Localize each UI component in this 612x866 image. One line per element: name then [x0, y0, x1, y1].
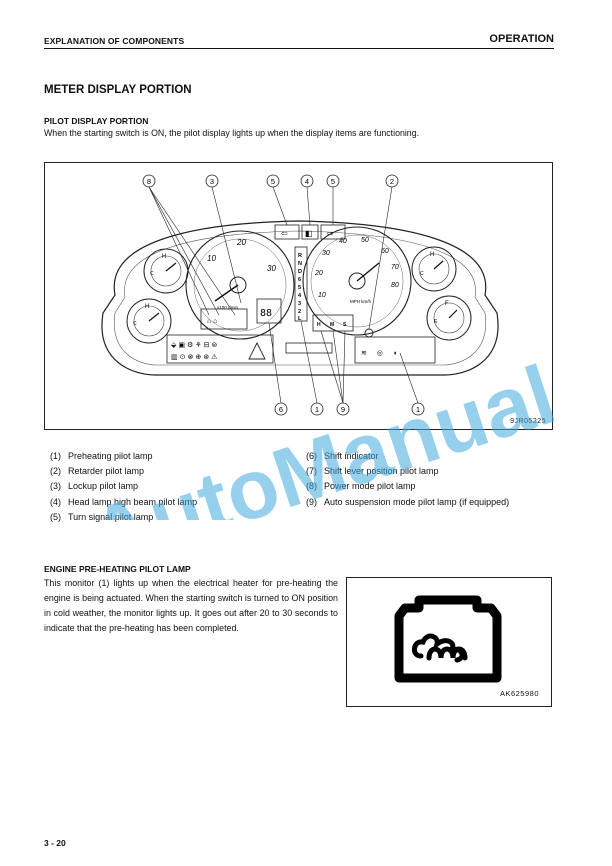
bottom-callouts: 6 1 9 1 [274, 402, 425, 416]
shift-letter: 4 [298, 293, 302, 299]
warning-triangle-icon [248, 341, 266, 360]
speedometer-gauge: 10 20 30 40 50 60 70 80 MPH km/h [302, 226, 412, 336]
svg-text:≋ ◎ ◖: ≋ ◎ ◖ [361, 350, 401, 357]
svg-text:⌂ ⌂: ⌂ ⌂ [207, 318, 217, 325]
svg-text:88: 88 [260, 308, 272, 319]
tach-unit-label: x100 r/min [217, 305, 239, 310]
legend-item: (3)Lockup pilot lamp [50, 481, 139, 492]
shift-letter: L [298, 316, 302, 322]
tach-tick-label: 20 [236, 238, 246, 247]
svg-text:◧: ◧ [305, 229, 313, 238]
speedo-tick-label: 60 [381, 248, 389, 255]
legend-item: (5)Turn signal pilot lamp [50, 511, 154, 522]
shift-letter: R [298, 253, 302, 259]
legend-item: (2)Retarder pilot lamp [50, 466, 145, 477]
page-number: 3 - 20 [44, 838, 66, 848]
callout-number: 4 [305, 177, 309, 186]
intro-text: When the starting switch is ON, the pilo… [44, 128, 420, 138]
section-title: METER DISPLAY PORTION [44, 84, 192, 96]
leader-lines [148, 186, 419, 404]
preheat-lamp-figure: AK625980 [346, 577, 552, 707]
speedo-tick-label: 80 [391, 282, 399, 289]
speedo-unit-label: MPH km/h [350, 299, 371, 304]
engine-preheat-title: ENGINE PRE-HEATING PILOT LAMP [44, 564, 191, 574]
upper-right-gauge: H C [411, 246, 457, 292]
right-lamp-strip [354, 336, 436, 364]
subsection-title: PILOT DISPLAY PORTION [44, 116, 149, 126]
meter-panel-figure: H C H C 10 20 30 x100 r/min ⇦ ◧ ⇨ [44, 162, 553, 430]
mode-label: M [330, 322, 334, 328]
speedo-tick-label: 70 [391, 264, 399, 271]
speedo-tick-label: 30 [322, 250, 330, 257]
preheat-symbol-icon [394, 595, 502, 683]
shift-letter: 6 [298, 277, 301, 283]
meter-panel-drawing: H C H C 10 20 30 x100 r/min ⇦ ◧ ⇨ [101, 174, 499, 416]
legend-item: (7)Shift lever position pilot lamp [306, 466, 439, 477]
tach-tick-label: 10 [207, 254, 216, 263]
tach-tick-label: 30 [267, 264, 276, 273]
tachometer-gauge: 10 20 30 x100 r/min [185, 230, 295, 340]
gauge-label-f: F [445, 301, 449, 307]
shift-letter: 3 [298, 301, 301, 307]
legend-left-column: (1)Preheating pilot lamp (2)Retarder pil… [50, 449, 197, 525]
legend-item: (6)Shift indicator [306, 451, 379, 461]
lower-right-gauge: F E [426, 295, 472, 341]
figure-code: 9JR05225 [510, 418, 546, 425]
legend-right-column: (6)Shift indicator (7)Shift lever positi… [306, 449, 509, 510]
callout-number: 9 [341, 405, 345, 414]
legend-item: (9)Auto suspension mode pilot lamp (if e… [306, 496, 510, 507]
lower-left-gauge: H C [126, 298, 172, 344]
top-callouts: 8 3 5 4 5 2 [142, 174, 399, 188]
figure2-code: AK625980 [499, 689, 539, 698]
callout-number: 2 [390, 177, 394, 186]
odometer-window [285, 342, 333, 354]
header-section-label: EXPLANATION OF COMPONENTS [44, 36, 185, 46]
svg-text:⬙▣⚙⚘⊟⊜: ⬙▣⚙⚘⊟⊜ [171, 341, 219, 349]
shift-letter: 5 [298, 285, 301, 291]
speedo-tick-label: 10 [318, 292, 326, 299]
legend-item: (4)Head lamp high beam pilot lamp [50, 496, 198, 507]
gauge-label-c: C [150, 271, 154, 277]
legend-item: (8)Power mode pilot lamp [306, 481, 416, 492]
callout-number: 1 [416, 405, 420, 414]
svg-text:⇦: ⇦ [281, 229, 288, 238]
header-rule [44, 48, 554, 49]
speedo-tick-label: 50 [361, 237, 369, 244]
gauge-label-c: C [133, 321, 137, 327]
callout-number: 5 [271, 177, 275, 186]
gauge-label-h: H [145, 304, 149, 310]
mode-label: S [343, 322, 347, 328]
gauge-label-c: C [420, 271, 424, 277]
callout-number: 8 [147, 177, 151, 186]
callout-number: 6 [279, 405, 283, 414]
shift-letter: 2 [298, 309, 301, 315]
callout-number: 3 [210, 177, 214, 186]
legend-item: (1)Preheating pilot lamp [50, 451, 153, 461]
engine-preheat-paragraph: This monitor (1) lights up when the elec… [44, 578, 338, 634]
shift-lever-column: R N D 6 5 4 3 2 L [294, 246, 308, 322]
gauge-label-e: E [434, 319, 438, 325]
gauge-label-h: H [162, 254, 166, 260]
mode-label: H [317, 322, 321, 328]
retarder-lockup-lamp-box [200, 308, 248, 330]
speedo-tick-label: 20 [314, 270, 323, 277]
callout-number: 5 [331, 177, 335, 186]
shift-letter: N [298, 261, 302, 267]
gauge-label-h: H [430, 252, 434, 258]
header-chapter-label: OPERATION [489, 33, 554, 45]
shift-letter: D [298, 269, 302, 275]
speedo-tick-label: 40 [339, 238, 347, 245]
svg-text:▥⊙⊗⊕⊛⚠: ▥⊙⊗⊕⊛⚠ [171, 353, 219, 361]
callout-number: 1 [315, 405, 319, 414]
